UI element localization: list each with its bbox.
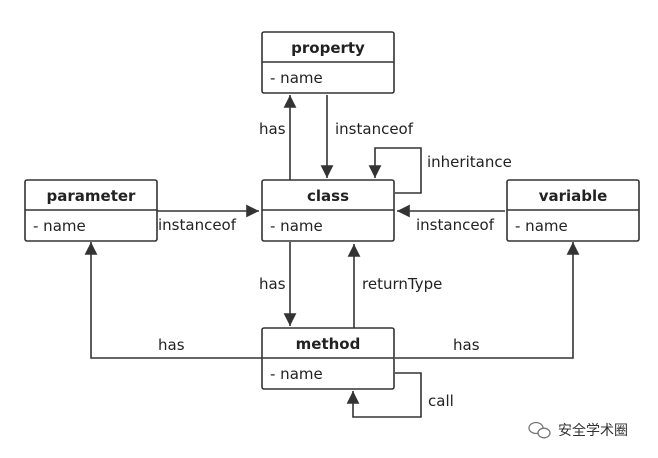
class-attr-parameter: - name bbox=[33, 217, 86, 235]
class-attr-property: - name bbox=[270, 69, 323, 87]
class-box-class: class - name bbox=[261, 179, 395, 242]
label-class-inheritance: inheritance bbox=[427, 153, 512, 171]
class-title-property: property bbox=[291, 39, 365, 57]
class-title-class: class bbox=[307, 187, 349, 205]
class-title-method: method bbox=[296, 335, 361, 353]
label-parameter-instanceof-class: instanceof bbox=[158, 216, 237, 234]
watermark-text: 安全学术圈 bbox=[558, 422, 628, 439]
label-method-has-variable: has bbox=[453, 336, 480, 354]
watermark: 安全学术圈 bbox=[528, 421, 628, 439]
edge-method-has-parameter bbox=[84, 242, 262, 359]
edge-class-inheritance bbox=[368, 147, 422, 194]
class-title-parameter: parameter bbox=[47, 187, 137, 205]
edge-method-has-variable bbox=[395, 242, 580, 359]
class-box-variable: variable - name bbox=[506, 179, 640, 242]
label-variable-instanceof-class: instanceof bbox=[416, 216, 495, 234]
class-box-method: method - name bbox=[261, 327, 395, 390]
class-box-property: property - name bbox=[261, 31, 395, 94]
class-attr-class: - name bbox=[270, 217, 323, 235]
edge-labels: has instanceof inheritance instanceof in… bbox=[158, 120, 512, 410]
class-attr-variable: - name bbox=[515, 217, 568, 235]
label-method-call: call bbox=[428, 392, 454, 410]
label-class-has-property: has bbox=[259, 120, 286, 138]
edges bbox=[84, 95, 580, 418]
label-method-returntype-class: returnType bbox=[362, 275, 442, 293]
class-title-variable: variable bbox=[539, 187, 608, 205]
wechat-icon bbox=[528, 421, 551, 439]
label-property-instanceof-class: instanceof bbox=[335, 120, 414, 138]
class-attr-method: - name bbox=[270, 365, 323, 383]
label-class-has-method: has bbox=[259, 275, 286, 293]
class-box-parameter: parameter - name bbox=[24, 179, 158, 242]
edge-method-call bbox=[346, 372, 422, 418]
label-method-has-parameter: has bbox=[158, 336, 185, 354]
